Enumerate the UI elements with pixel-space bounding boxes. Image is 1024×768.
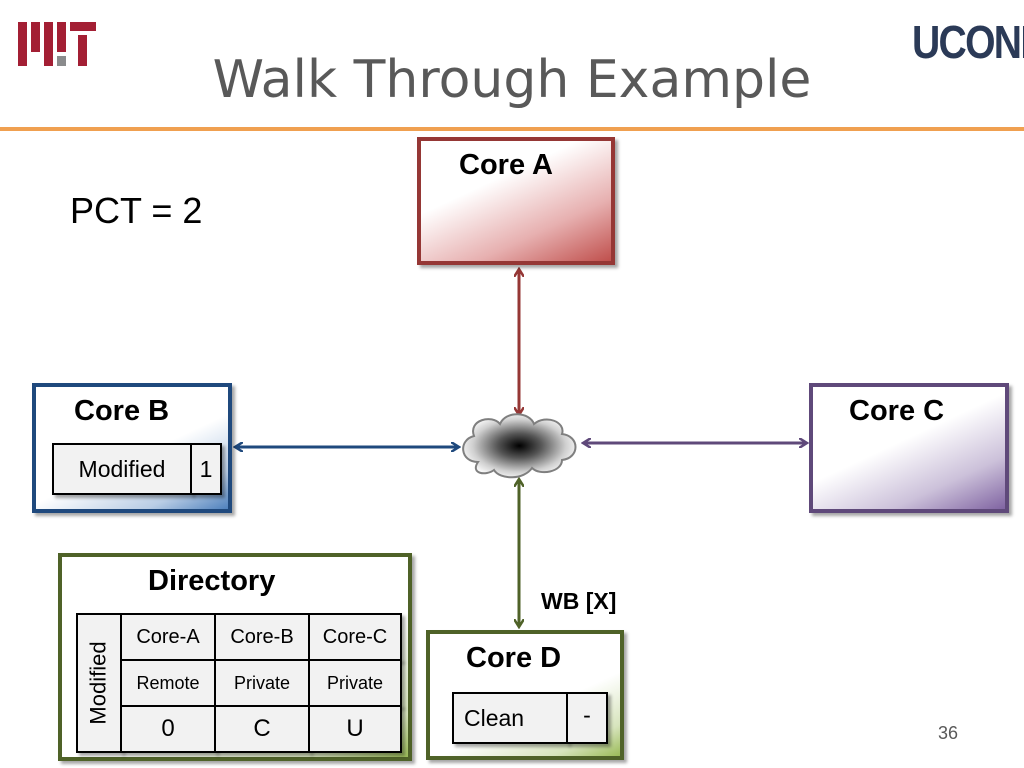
directory-header-core-a: Core-A <box>120 613 216 661</box>
directory-value-core-c: U <box>308 705 402 753</box>
directory-row-label: Modified <box>86 641 111 725</box>
core-b-label: Core B <box>74 395 170 427</box>
directory-title: Directory <box>148 565 276 597</box>
directory-value-core-b: C <box>214 705 310 753</box>
directory-value-core-a: 0 <box>120 705 216 753</box>
cloud-icon <box>462 413 577 479</box>
core-b-box: Core B Modified 1 <box>32 383 232 513</box>
directory-header-core-c: Core-C <box>308 613 402 661</box>
directory-box: Directory Modified Core-A Core-B Core-C … <box>58 553 412 761</box>
wb-message-label: WB [X] <box>541 588 617 614</box>
core-a-box: Core A <box>417 137 615 265</box>
core-d-state: Clean <box>452 692 568 744</box>
core-c-box: Core C <box>809 383 1009 513</box>
core-b-state: Modified <box>52 443 192 495</box>
core-d-box: Core D Clean - <box>426 630 624 760</box>
title-divider <box>0 127 1024 131</box>
directory-mode-core-b: Private <box>214 659 310 707</box>
core-c-label: Core C <box>849 395 945 427</box>
uconn-logo: UCONN <box>912 16 1024 68</box>
core-d-label: Core D <box>466 642 562 674</box>
mit-logo <box>18 22 98 71</box>
page-title: Walk Through Example <box>212 50 812 110</box>
directory-row-label-cell: Modified <box>76 613 122 753</box>
core-b-count: 1 <box>190 443 222 495</box>
directory-header-core-b: Core-B <box>214 613 310 661</box>
page-number: 36 <box>938 723 959 743</box>
core-d-count: - <box>566 692 608 744</box>
directory-mode-core-a: Remote <box>120 659 216 707</box>
pct-label: PCT = 2 <box>70 190 203 231</box>
core-a-label: Core A <box>459 149 553 181</box>
directory-mode-core-c: Private <box>308 659 402 707</box>
